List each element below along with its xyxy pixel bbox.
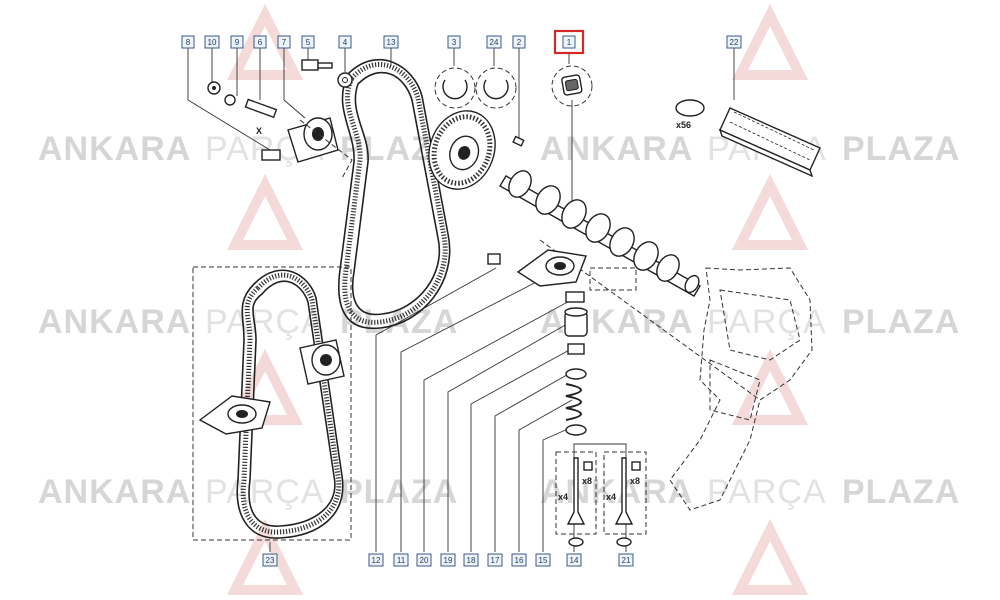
callout-3[interactable]: 3 xyxy=(447,35,461,49)
callout-19[interactable]: 19 xyxy=(440,553,456,567)
qty-valve-right: x4 xyxy=(606,492,616,502)
callout-9[interactable]: 9 xyxy=(230,35,244,49)
callout-11[interactable]: 11 xyxy=(393,553,409,567)
watermark-row-3: ANKARA PARÇA PLAZA ANKARA PARÇA PLAZA xyxy=(38,473,960,511)
camshaft xyxy=(499,170,701,297)
callout-1-highlight xyxy=(553,29,585,55)
callout-22[interactable]: 22 xyxy=(726,35,742,49)
svg-text:3: 3 xyxy=(452,38,457,47)
callout-20[interactable]: 20 xyxy=(416,553,432,567)
watermark-row-2: ANKARA PARÇA PLAZA ANKARA PARÇA PLAZA xyxy=(38,303,960,341)
valve-components xyxy=(564,291,588,436)
svg-text:8: 8 xyxy=(186,38,191,47)
leader-lines-top xyxy=(187,48,735,205)
tensioner-top: X xyxy=(207,81,353,179)
bolt-and-washer xyxy=(301,59,353,88)
belt-kit-box xyxy=(192,266,352,541)
qty-valve-left: x4 xyxy=(558,492,568,502)
svg-text:10: 10 xyxy=(208,38,217,47)
camshaft-seal xyxy=(551,65,593,107)
callout-14[interactable]: 14 xyxy=(566,553,582,567)
callout-5[interactable]: 5 xyxy=(301,35,315,49)
watermark-brand-right: PLAZA xyxy=(842,130,960,168)
callout-17[interactable]: 17 xyxy=(487,553,503,567)
svg-text:24: 24 xyxy=(490,38,499,47)
camshaft-pulley xyxy=(428,110,496,190)
svg-text:7: 7 xyxy=(282,38,287,47)
svg-text:20: 20 xyxy=(420,556,429,565)
svg-text:19: 19 xyxy=(444,556,453,565)
watermark-brand-left: ANKARA xyxy=(540,130,693,168)
callout-21[interactable]: 21 xyxy=(618,553,634,567)
callout-23[interactable]: 23 xyxy=(262,553,278,567)
callout-4[interactable]: 4 xyxy=(338,35,352,49)
svg-text:6: 6 xyxy=(258,38,263,47)
callout-2[interactable]: 2 xyxy=(512,35,526,49)
watermark-brand-mid: PARÇA xyxy=(707,303,827,341)
watermark-brand-mid: PARÇA xyxy=(707,473,827,511)
timing-belt xyxy=(337,58,451,330)
svg-text:11: 11 xyxy=(397,556,406,565)
valve-boxes: x8 x8 x4 x4 xyxy=(555,451,647,547)
callout-7[interactable]: 7 xyxy=(277,35,291,49)
leader-lines-bottom xyxy=(269,267,627,552)
svg-text:14: 14 xyxy=(570,556,579,565)
qty-keeper-left: x8 xyxy=(582,476,592,486)
callout-12[interactable]: 12 xyxy=(368,553,384,567)
watermark-brand-mid: PARÇA xyxy=(205,473,325,511)
shim-kit: x56 xyxy=(675,99,821,178)
callouts: 8 10 9 6 7 5 4 13 xyxy=(181,29,742,567)
svg-text:23: 23 xyxy=(266,556,275,565)
svg-text:18: 18 xyxy=(467,556,476,565)
qty-shims: x56 xyxy=(676,120,691,130)
watermark-brand-right: PLAZA xyxy=(842,303,960,341)
callout-24[interactable]: 24 xyxy=(486,35,502,49)
svg-text:16: 16 xyxy=(515,556,524,565)
engine-block-outline xyxy=(539,239,813,511)
callout-6[interactable]: 6 xyxy=(253,35,267,49)
callout-18[interactable]: 18 xyxy=(463,553,479,567)
svg-text:15: 15 xyxy=(539,556,548,565)
watermark-layer: ANKARA PARÇA PLAZA ANKARA PARÇA PLAZA AN… xyxy=(38,3,960,595)
svg-text:13: 13 xyxy=(387,38,396,47)
svg-text:4: 4 xyxy=(343,38,348,47)
watermark-brand-left: ANKARA xyxy=(38,303,191,341)
watermark-brand-right: PLAZA xyxy=(842,473,960,511)
svg-text:17: 17 xyxy=(491,556,500,565)
watermark-brand-left: ANKARA xyxy=(38,473,191,511)
svg-text:1: 1 xyxy=(567,38,572,47)
watermark-brand-left: ANKARA xyxy=(540,473,693,511)
woodruff-key xyxy=(512,135,525,147)
callout-10[interactable]: 10 xyxy=(204,35,220,49)
tensioner-middle xyxy=(487,249,587,287)
callout-16[interactable]: 16 xyxy=(511,553,527,567)
callout-1[interactable]: 1 xyxy=(562,35,576,49)
watermark-brand-right: PLAZA xyxy=(340,473,458,511)
watermark-brand-left: ANKARA xyxy=(38,130,191,168)
callout-15[interactable]: 15 xyxy=(535,553,551,567)
circlips xyxy=(434,67,517,109)
callout-13[interactable]: 13 xyxy=(383,35,399,49)
svg-text:9: 9 xyxy=(235,38,240,47)
callout-8[interactable]: 8 xyxy=(181,35,195,49)
svg-text:22: 22 xyxy=(730,38,739,47)
svg-text:5: 5 xyxy=(306,38,311,47)
watermark-row-1: ANKARA PARÇA PLAZA ANKARA PARÇA PLAZA xyxy=(38,130,960,168)
svg-text:2: 2 xyxy=(517,38,522,47)
qty-keeper-right: x8 xyxy=(630,476,640,486)
svg-text:12: 12 xyxy=(372,556,381,565)
watermark-brand-mid: PARÇA xyxy=(205,303,325,341)
svg-text:21: 21 xyxy=(622,556,631,565)
x-mark-label: X xyxy=(256,126,262,136)
